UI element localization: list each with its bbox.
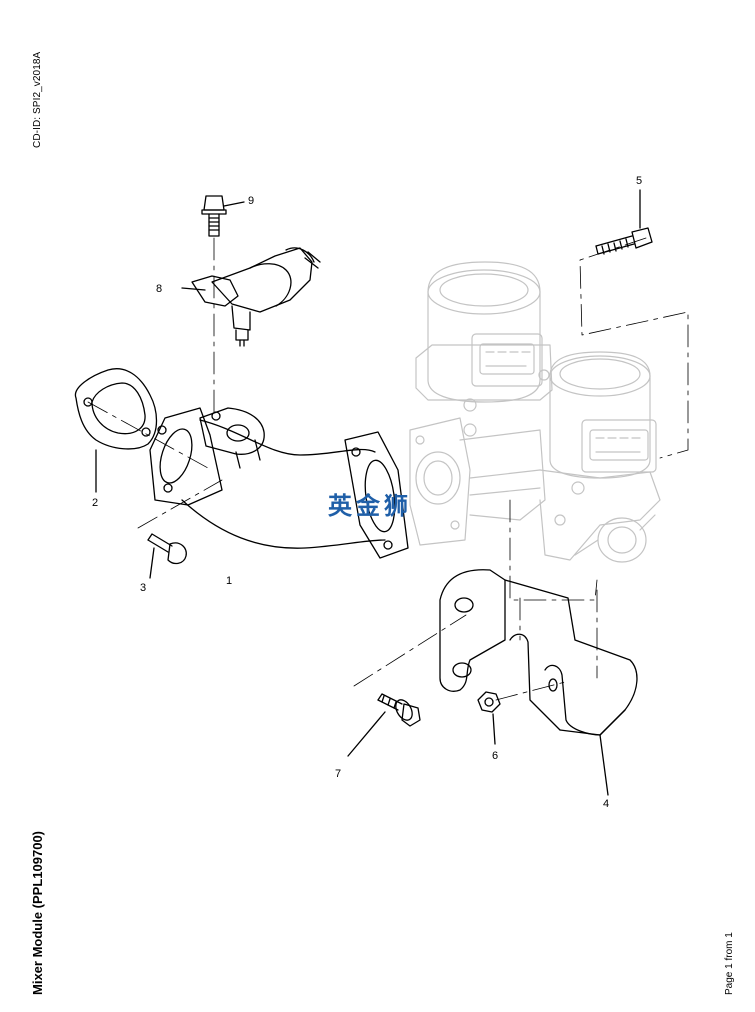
part-1-elbow-pipe bbox=[149, 407, 409, 559]
mixer-module-body bbox=[409, 261, 661, 563]
callout-9: 9 bbox=[248, 195, 254, 207]
callout-1: 1 bbox=[226, 575, 232, 587]
callout-7: 7 bbox=[335, 768, 341, 780]
callout-6: 6 bbox=[492, 750, 498, 762]
part-6-nut bbox=[477, 691, 501, 745]
callout-3: 3 bbox=[140, 582, 146, 594]
watermark-logo: 英金狮 bbox=[328, 492, 412, 520]
part-8-pressure-sensor bbox=[181, 247, 321, 347]
callout-8: 8 bbox=[156, 283, 162, 295]
callout-4: 4 bbox=[603, 798, 609, 810]
part-9-screw bbox=[201, 195, 245, 237]
callout-5: 5 bbox=[636, 175, 642, 187]
part-4-bracket bbox=[439, 569, 638, 796]
part-7-flange-bolt bbox=[347, 693, 421, 757]
callout-2: 2 bbox=[92, 497, 98, 509]
part-5-bolt bbox=[595, 189, 653, 255]
part-2-gasket bbox=[74, 368, 158, 493]
part-3-screw bbox=[147, 533, 187, 579]
assembly-lines bbox=[87, 237, 689, 701]
